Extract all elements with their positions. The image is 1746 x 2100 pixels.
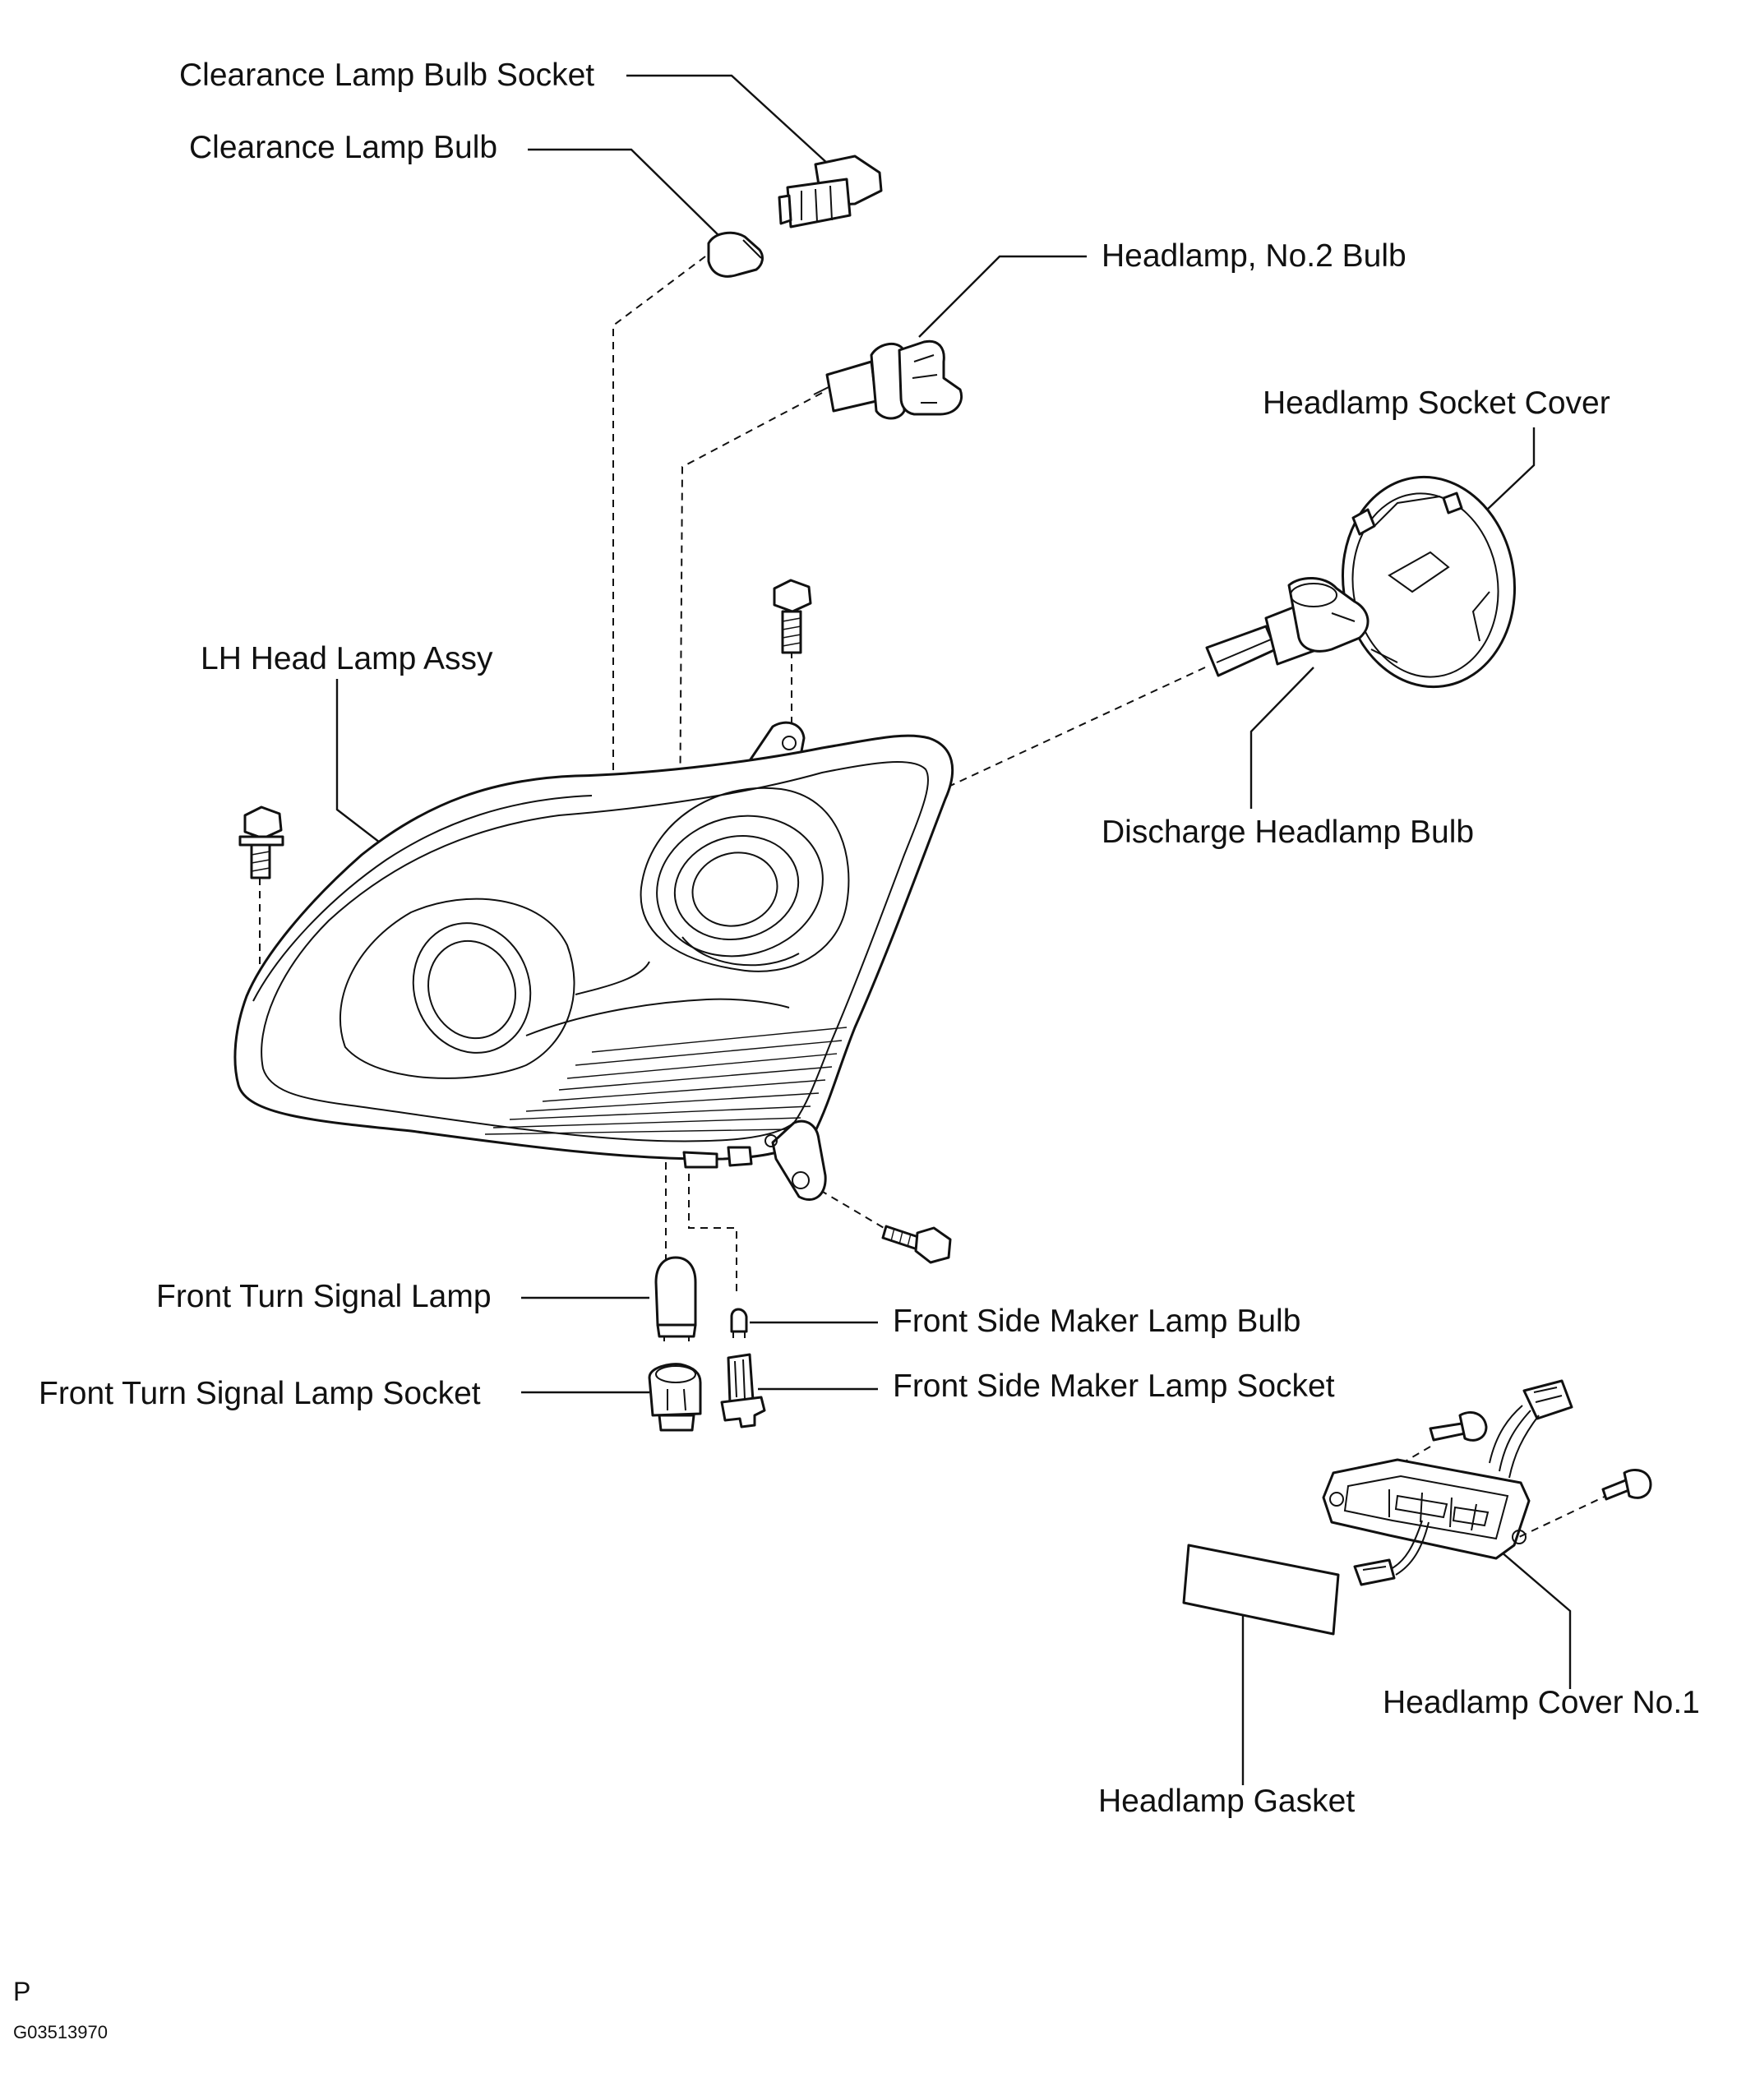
bolt-lower bbox=[881, 1225, 952, 1264]
label-headlamp-no2-bulb: Headlamp, No.2 Bulb bbox=[1102, 238, 1406, 274]
label-clearance-lamp-bulb: Clearance Lamp Bulb bbox=[189, 130, 497, 165]
clearance-lamp-bulb-part bbox=[707, 231, 764, 278]
headlamp-cover-no1-part bbox=[1322, 1379, 1573, 1586]
label-headlamp-socket-cover: Headlamp Socket Cover bbox=[1263, 385, 1610, 421]
bolt-left bbox=[238, 805, 284, 879]
label-headlamp-gasket: Headlamp Gasket bbox=[1098, 1784, 1355, 1819]
front-side-maker-lamp-bulb-part bbox=[730, 1308, 748, 1338]
label-headlamp-cover-no1: Headlamp Cover No.1 bbox=[1383, 1685, 1700, 1720]
figure-footer: P G03513970 bbox=[13, 1977, 108, 2042]
front-turn-signal-lamp-socket-part bbox=[648, 1363, 702, 1432]
headlamp-gasket-part bbox=[1182, 1544, 1340, 1636]
label-discharge-headlamp-bulb: Discharge Headlamp Bulb bbox=[1102, 815, 1474, 850]
label-front-side-maker-lamp-socket: Front Side Maker Lamp Socket bbox=[893, 1368, 1335, 1404]
label-clearance-lamp-bulb-socket: Clearance Lamp Bulb Socket bbox=[179, 58, 594, 93]
front-turn-signal-lamp-part bbox=[654, 1256, 697, 1341]
lh-head-lamp-assy-part bbox=[233, 721, 954, 1202]
label-front-side-maker-lamp-bulb: Front Side Maker Lamp Bulb bbox=[893, 1304, 1300, 1339]
label-front-turn-signal-lamp-socket: Front Turn Signal Lamp Socket bbox=[39, 1376, 481, 1411]
screw-cover-right bbox=[1601, 1469, 1652, 1501]
view-code: P bbox=[13, 1977, 30, 2006]
label-lh-head-lamp-assy: LH Head Lamp Assy bbox=[201, 641, 493, 676]
label-front-turn-signal-lamp: Front Turn Signal Lamp bbox=[156, 1279, 492, 1314]
headlamp-no2-bulb-part bbox=[813, 339, 963, 420]
figure-id: G03513970 bbox=[13, 2022, 108, 2042]
discharge-headlamp-bulb-part bbox=[1205, 576, 1370, 677]
clearance-lamp-bulb-socket-part bbox=[778, 155, 883, 228]
callout-labels: Clearance Lamp Bulb Socket Clearance Lam… bbox=[39, 58, 1700, 1819]
headlamp-socket-cover-part bbox=[1341, 475, 1517, 689]
screw-cover-left bbox=[1429, 1411, 1488, 1442]
bolt-top bbox=[773, 579, 812, 654]
front-side-maker-lamp-socket-part bbox=[720, 1353, 766, 1428]
